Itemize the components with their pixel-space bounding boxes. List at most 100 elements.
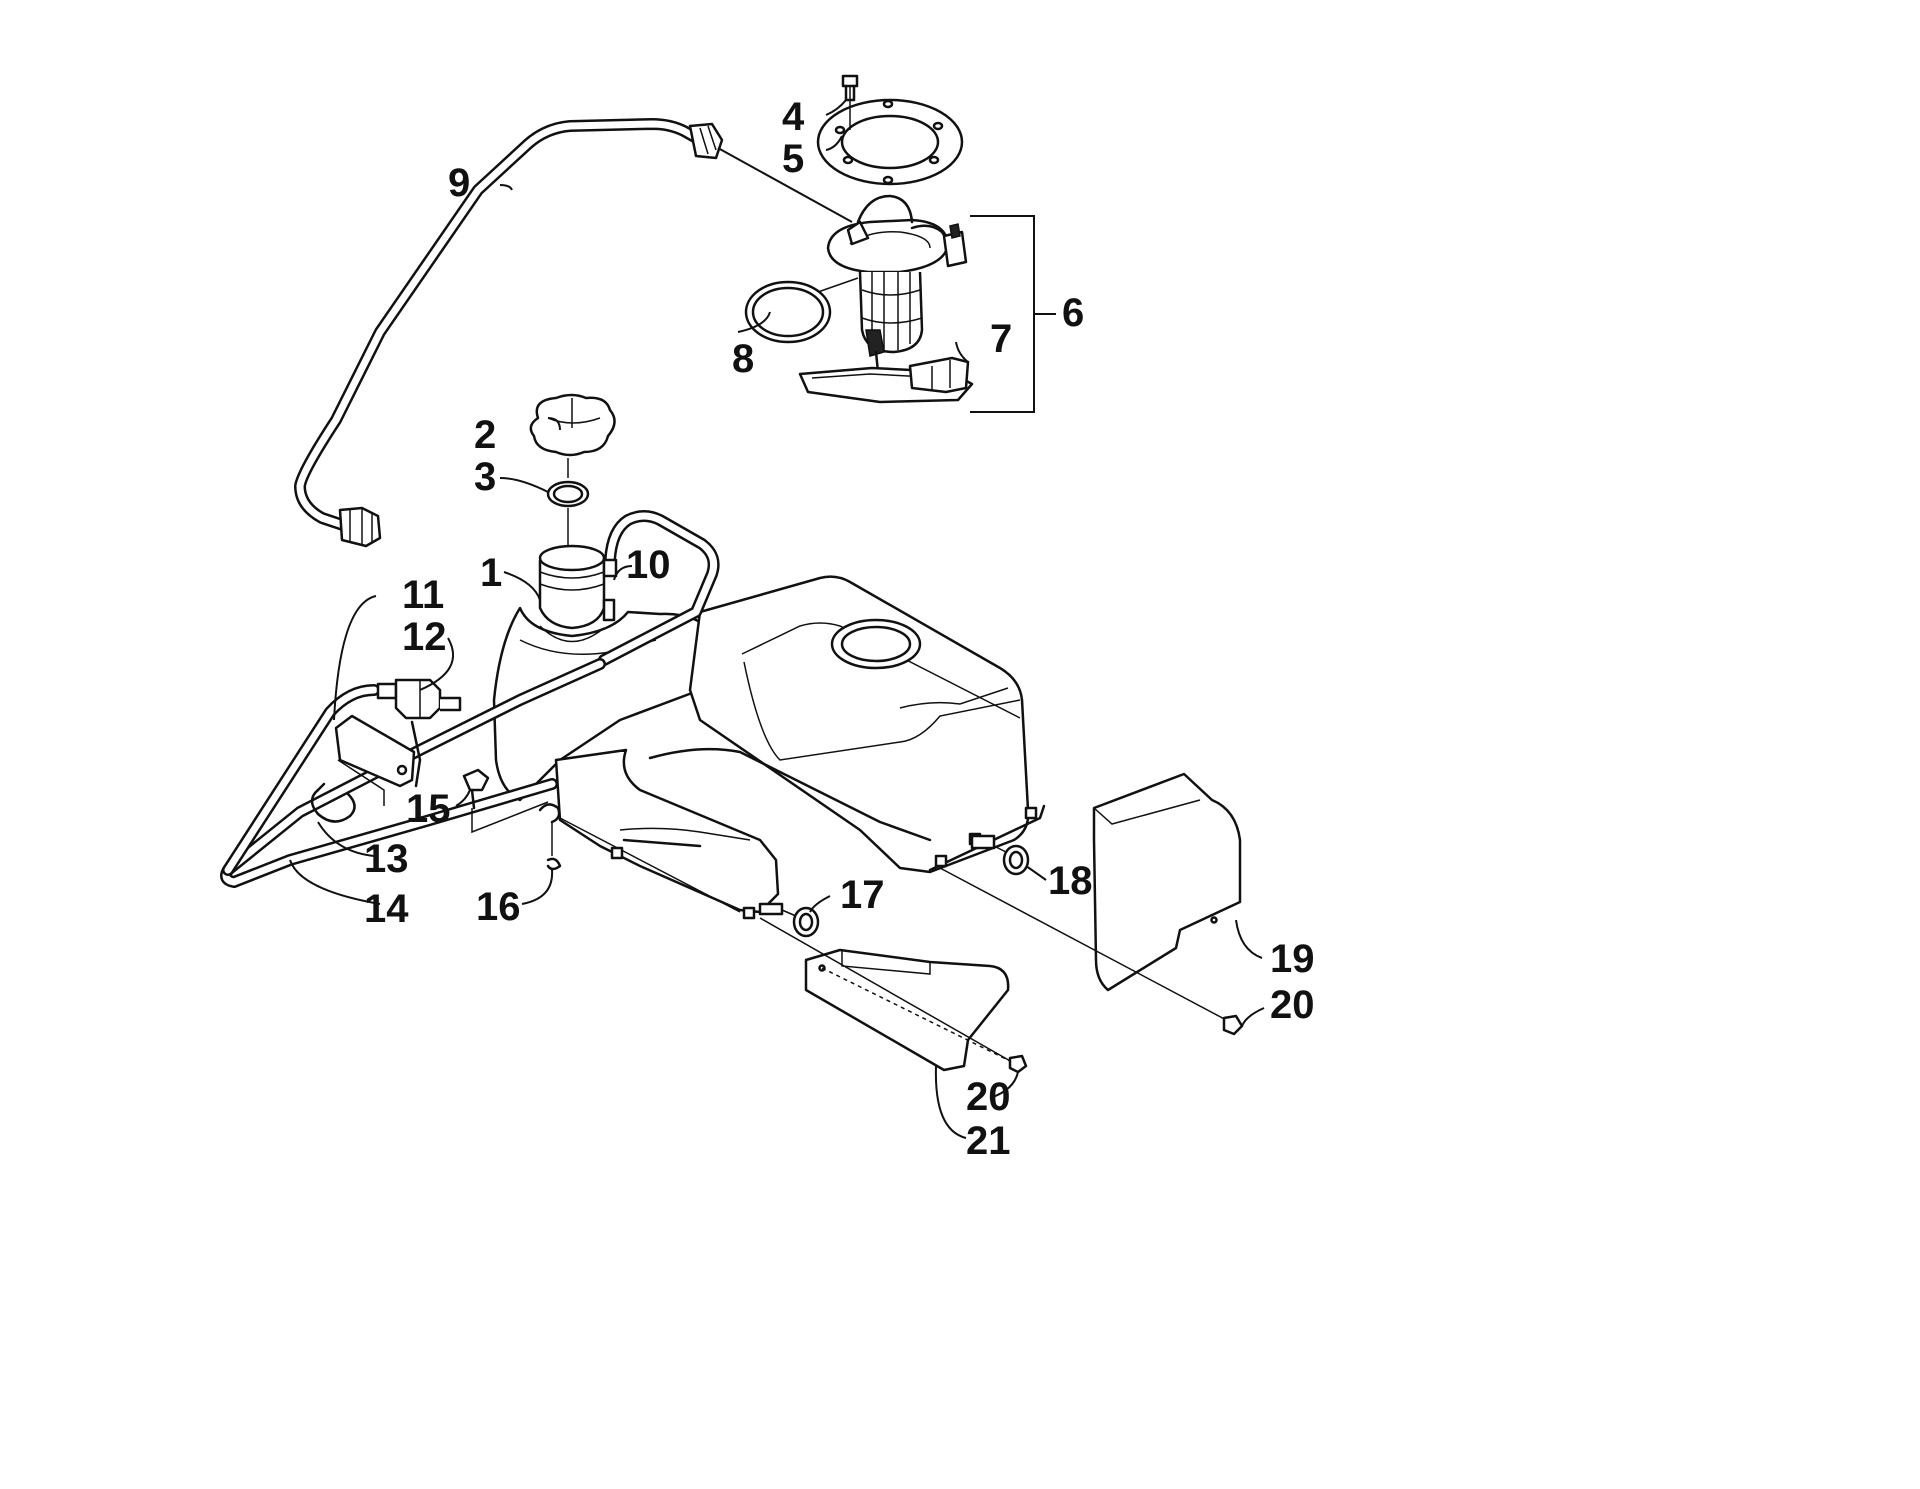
callout-9: 9 xyxy=(448,161,470,205)
vent-hose-clamp xyxy=(602,558,618,578)
pump-sender xyxy=(865,329,885,357)
tank-tab xyxy=(610,846,624,860)
pump-o-ring-inner xyxy=(751,286,825,338)
leader-line xyxy=(1025,865,1047,881)
filler-seal-outer xyxy=(546,480,590,508)
gasket-hole xyxy=(882,175,894,185)
filter-bracket-plate xyxy=(334,714,416,788)
clamp-ring xyxy=(310,788,356,823)
pump-wire xyxy=(910,224,952,246)
tank-saddle-lower xyxy=(554,748,780,914)
heat-shield-plate xyxy=(1092,772,1242,992)
hose-fitting-top xyxy=(688,122,724,160)
filter-inlet xyxy=(376,682,398,700)
callout-14: 14 xyxy=(364,887,409,931)
callout-21: 21 xyxy=(966,1119,1011,1163)
callout-17: 17 xyxy=(840,873,885,917)
pump-assembly-bracket xyxy=(970,215,1035,413)
callout-2: 2 xyxy=(474,413,496,457)
fastener-head xyxy=(462,768,490,792)
leader-line xyxy=(499,477,549,493)
tank-main-body xyxy=(688,575,1030,874)
filter-body xyxy=(394,678,442,720)
leader-lines xyxy=(289,99,1265,1139)
leader-line xyxy=(809,895,831,913)
grommet-17 xyxy=(781,906,820,938)
leader-line xyxy=(934,1065,967,1139)
gasket-hole xyxy=(834,125,846,135)
leader-line xyxy=(1241,1007,1265,1027)
leader-line xyxy=(419,637,454,691)
tank-tab xyxy=(934,854,948,868)
callout-12: 12 xyxy=(402,615,447,659)
filler-cap-and-seal xyxy=(529,393,616,546)
pump-o-ring-outer xyxy=(744,280,832,344)
clip-ring xyxy=(538,803,561,824)
pump-gasket-and-screw xyxy=(816,74,964,186)
callout-13: 13 xyxy=(364,837,409,881)
callout-20a: 20 xyxy=(1270,983,1315,1027)
screw-shank xyxy=(844,84,856,102)
leader-line xyxy=(521,869,554,905)
callout-4: 4 xyxy=(782,95,805,139)
fuel-tank xyxy=(492,544,1046,920)
push-fastener xyxy=(462,768,549,834)
leader-line xyxy=(989,1071,1019,1099)
screw-head xyxy=(1222,1014,1244,1036)
tank-drain-nipple xyxy=(970,834,996,850)
heat-shield-right xyxy=(939,772,1242,1023)
leader-line xyxy=(737,311,771,333)
gasket-outer xyxy=(816,98,964,186)
fuel-line-hose-9 xyxy=(294,118,853,548)
screw-20-left xyxy=(1008,1054,1028,1074)
filter-bracket xyxy=(334,714,422,806)
screw-head xyxy=(841,74,859,88)
filler-seal-inner xyxy=(552,484,584,504)
callout-15: 15 xyxy=(406,787,451,831)
leader-line xyxy=(955,341,969,363)
callout-18: 18 xyxy=(1048,859,1093,903)
callout-20b: 20 xyxy=(966,1075,1011,1119)
leader-hose-to-pump xyxy=(717,147,853,223)
callout-16: 16 xyxy=(476,885,521,929)
callout-8: 8 xyxy=(732,337,754,381)
callout-5: 5 xyxy=(782,137,804,181)
leader-line xyxy=(825,135,843,151)
bracket-hole xyxy=(396,764,408,776)
tank-tab xyxy=(742,906,756,920)
gasket-hole xyxy=(842,155,854,165)
callout-1: 1 xyxy=(480,551,502,595)
callout-6: 6 xyxy=(1062,291,1084,335)
gasket-hole xyxy=(882,99,894,109)
gasket-inner xyxy=(840,114,940,170)
callout-11: 11 xyxy=(402,573,444,617)
leader-line xyxy=(455,789,471,807)
tank-vent-nipple xyxy=(602,598,616,622)
callout-7: 7 xyxy=(990,317,1012,361)
leader-line xyxy=(1235,919,1263,959)
leader-line xyxy=(317,821,375,857)
leader-line xyxy=(825,99,847,116)
tank-drain-nipple xyxy=(758,902,784,916)
callout-19: 19 xyxy=(1270,937,1315,981)
float xyxy=(908,356,970,394)
hose-fitting-bottom xyxy=(338,506,382,548)
overflow-hose xyxy=(220,658,606,888)
pump-outlet-port xyxy=(846,220,870,246)
shield-hole xyxy=(818,964,826,972)
vent-hose xyxy=(598,510,720,666)
clip-lower xyxy=(546,857,562,871)
leader-line xyxy=(503,571,541,601)
leader-line xyxy=(289,859,381,905)
pump-wire-loop xyxy=(856,194,914,224)
shield-bolt-line xyxy=(939,867,1231,1023)
hose-clip xyxy=(538,803,562,871)
leader-line xyxy=(499,184,513,191)
gasket-hole xyxy=(928,155,940,165)
filler-neck-top xyxy=(538,544,606,572)
leader-line xyxy=(547,417,561,431)
filter-outlet xyxy=(440,696,462,712)
grommet-outer xyxy=(1002,844,1030,876)
